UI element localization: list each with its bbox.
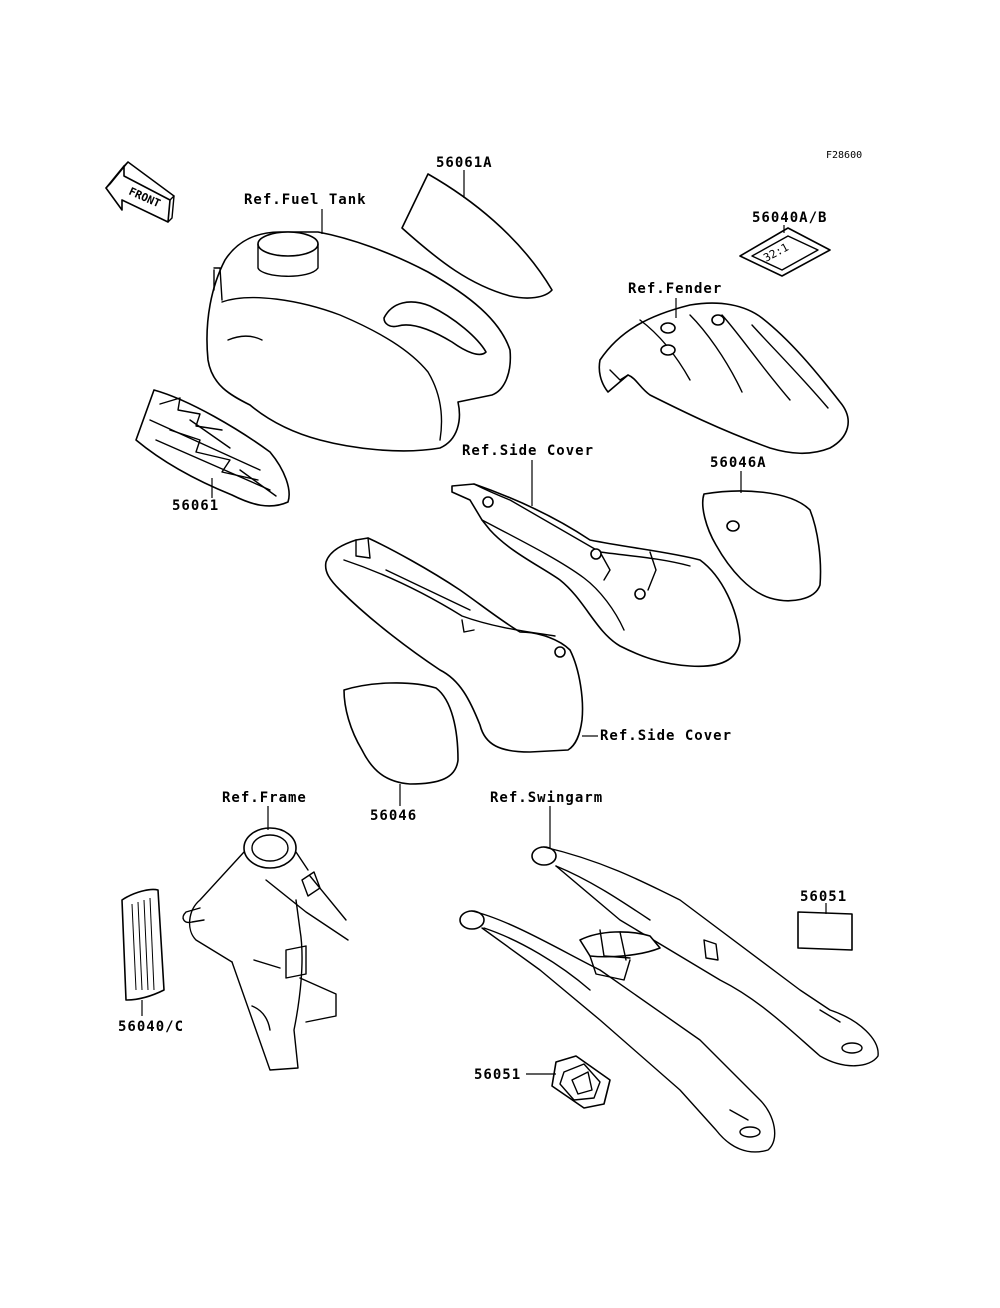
label-part-56061A: 56061A <box>436 155 493 171</box>
decal-56051-upper-shape <box>797 911 853 951</box>
label-part-56046A: 56046A <box>710 455 767 471</box>
side-cover-upper-drawing <box>451 483 741 668</box>
label-ref-fuel-tank: Ref.Fuel Tank <box>244 192 367 208</box>
decal-56040C-shape <box>121 888 165 1001</box>
label-part-56051-upper: 56051 <box>800 889 848 905</box>
label-part-56040AB: 56040A/B <box>752 210 828 226</box>
label-part-56040C: 56040/C <box>118 1019 185 1035</box>
decal-56046-shape <box>343 682 459 785</box>
label-part-56051-lower: 56051 <box>474 1067 522 1083</box>
swingarm-drawing <box>459 846 879 1153</box>
side-cover-lower-drawing <box>324 537 584 753</box>
figure-code: F28600 <box>826 150 863 161</box>
label-ref-side-cover-upper: Ref.Side Cover <box>462 443 595 459</box>
label-ref-swingarm: Ref.Swingarm <box>490 790 604 806</box>
label-part-56046: 56046 <box>370 808 418 824</box>
label-ref-fender: Ref.Fender <box>628 281 723 297</box>
front-arrow-icon: FRONT <box>105 161 175 223</box>
fuel-tank-drawing <box>206 231 512 452</box>
label-part-56061: 56061 <box>172 498 220 514</box>
leader-lines <box>141 170 827 1075</box>
decal-56061-shape <box>135 389 290 507</box>
fender-drawing <box>598 302 849 455</box>
label-ref-frame: Ref.Frame <box>222 790 307 806</box>
decal-56051-lower-shape <box>551 1055 611 1109</box>
frame-drawing <box>182 827 349 1071</box>
decal-56040AB-plate: 32:1 <box>739 227 831 277</box>
decal-56046A-shape <box>701 490 822 602</box>
decal-56061A-shape <box>401 173 553 299</box>
label-ref-side-cover-lower: Ref.Side Cover <box>600 728 733 744</box>
